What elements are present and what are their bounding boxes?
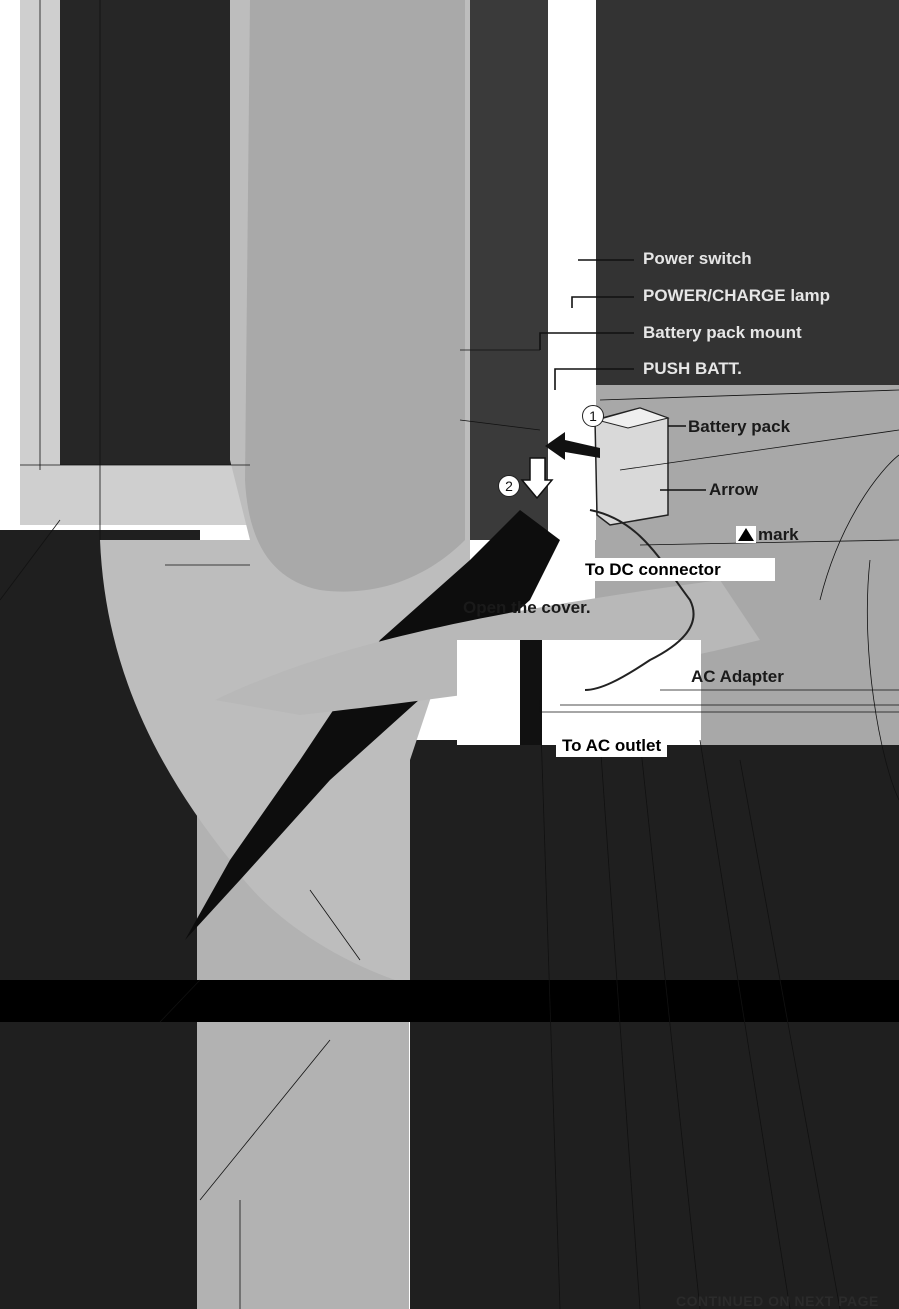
- label-to-dc-connector: To DC connector: [579, 558, 775, 581]
- gray-dome: [245, 0, 465, 592]
- label-arrow: Arrow: [706, 480, 761, 499]
- triangle-mark-icon: [738, 528, 754, 541]
- ac-region-black-bar: [520, 640, 542, 745]
- bg-dark-left-band: [60, 0, 250, 465]
- label-to-ac-outlet: To AC outlet: [556, 734, 667, 757]
- step-1-marker: 1: [582, 405, 604, 427]
- bg-right-black: [410, 740, 899, 1309]
- label-mark: mark: [735, 525, 802, 544]
- continued-footer: CONTINUED ON NEXT PAGE: [676, 1293, 879, 1309]
- step-2-marker: 2: [498, 475, 520, 497]
- center-column-white: [548, 0, 596, 540]
- label-battery-pack-mount: Battery pack mount: [640, 323, 805, 342]
- label-ac-adapter: AC Adapter: [688, 667, 787, 686]
- label-open-the-cover: Open the cover.: [460, 598, 594, 617]
- battery-pack-shape: [595, 408, 668, 525]
- label-power-charge-lamp: POWER/CHARGE lamp: [640, 286, 833, 305]
- label-push-batt: PUSH BATT.: [640, 359, 745, 378]
- ac-region-white: [457, 640, 701, 745]
- label-power-switch: Power switch: [640, 249, 755, 268]
- label-battery-pack: Battery pack: [685, 417, 793, 436]
- horizontal-black-bar: [0, 980, 899, 1022]
- label-mark-text: mark: [758, 525, 799, 544]
